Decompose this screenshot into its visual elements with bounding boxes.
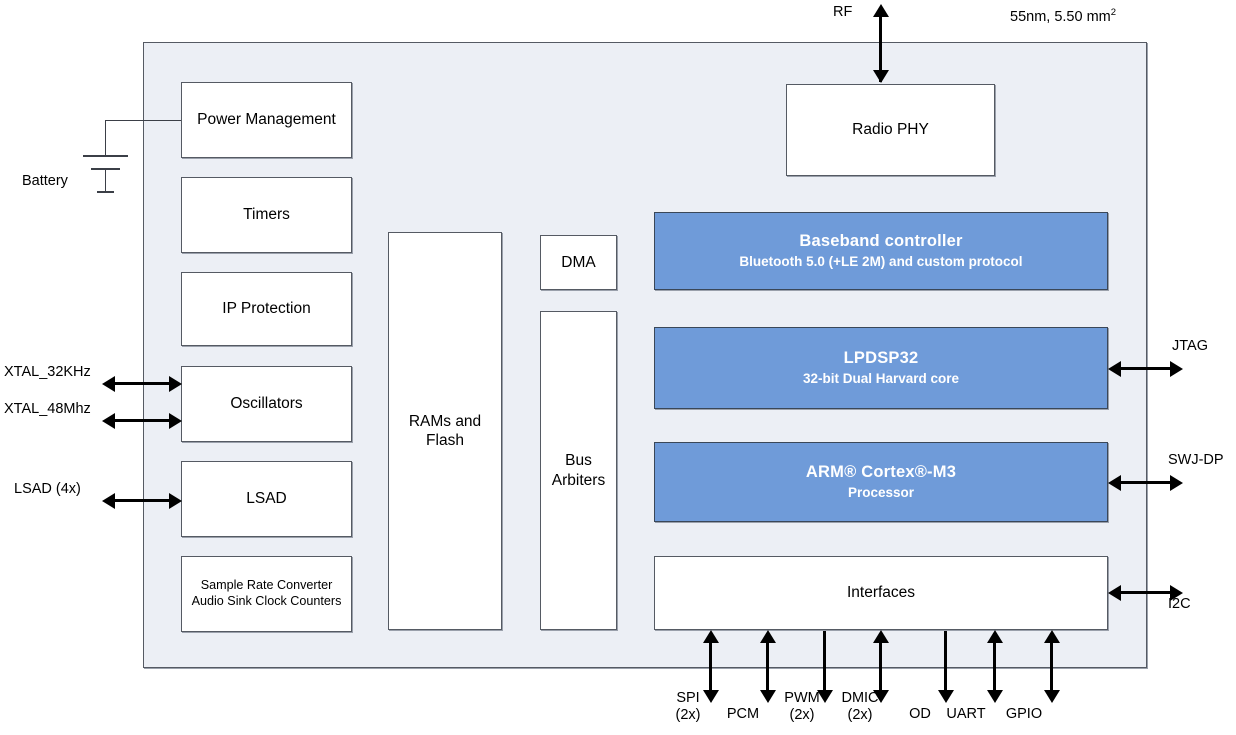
battery-label: Battery (22, 173, 68, 189)
block-baseband-controller-subtitle: Bluetooth 5.0 (+LE 2M) and custom protoc… (739, 253, 1023, 269)
battery-rail-line (105, 120, 181, 121)
port-label-od: OD (909, 706, 931, 722)
wire-pwm (823, 631, 826, 699)
xtal-32khz-arrow-left-icon (102, 375, 115, 392)
wire-spi (709, 633, 712, 699)
block-rams-and-flash-label: RAMs and (408, 412, 482, 430)
port-label-pcm: PCM (726, 706, 760, 722)
block-power-management-label: Power Management (197, 111, 336, 129)
block-radio-phy-label: Radio PHY (852, 121, 929, 139)
wire-lsad (113, 499, 173, 502)
dmic-arrow-down-icon (873, 690, 889, 703)
swj-dp-arrow-right-icon (1170, 474, 1183, 491)
block-oscillators-label: Oscillators (230, 395, 303, 413)
block-bus-arbiters[interactable]: Bus Arbiters (540, 311, 617, 630)
port-label-swj-dp: SWJ-DP (1168, 452, 1224, 468)
block-bus-arbiters-label: Bus (565, 452, 592, 470)
wire-jtag (1119, 367, 1174, 370)
block-arm-cortex-m3[interactable]: ARM® Cortex®-M3 Processor (654, 442, 1108, 522)
port-label-lsad-4x: LSAD (4x) (14, 481, 81, 497)
pcm-arrow-up-icon (760, 630, 776, 643)
od-arrow-down-icon (938, 690, 954, 703)
rf-arrow-up-icon (873, 4, 889, 17)
spi-arrow-up-icon (703, 630, 719, 643)
block-lpdsp32-subtitle: 32-bit Dual Harvard core (802, 370, 960, 386)
block-bus-arbiters-label2: Arbiters (551, 471, 606, 489)
battery-ground-stem (105, 168, 106, 192)
block-timers-label: Timers (243, 206, 290, 224)
block-arm-cortex-m3-label: ARM® Cortex®-M3 (805, 463, 957, 482)
xtal-48mhz-arrow-left-icon (102, 412, 115, 429)
pcm-arrow-down-icon (760, 690, 776, 703)
wire-od (944, 631, 947, 699)
block-interfaces[interactable]: Interfaces (654, 556, 1108, 630)
battery-ground-tick (97, 191, 114, 193)
block-lpdsp32-label: LPDSP32 (843, 349, 919, 368)
xtal-32khz-arrow-right-icon (169, 375, 182, 392)
gpio-arrow-up-icon (1044, 630, 1060, 643)
wire-pcm (766, 633, 769, 699)
block-sample-rate-converter-label: Sample Rate Converter (200, 578, 333, 593)
port-label-xtal-48mhz: XTAL_48Mhz (4, 401, 91, 417)
wire-xtal-32khz (113, 382, 173, 385)
wire-xtal-48mhz (113, 419, 173, 422)
block-baseband-controller[interactable]: Baseband controller Bluetooth 5.0 (+LE 2… (654, 212, 1108, 290)
block-lsad[interactable]: LSAD (181, 461, 352, 537)
block-sample-rate-converter[interactable]: Sample Rate Converter Audio Sink Clock C… (181, 556, 352, 632)
block-dma-label: DMA (561, 253, 596, 271)
port-label-pwm: PWM (2x) (784, 690, 820, 723)
lsad-arrow-left-icon (102, 492, 115, 509)
xtal-48mhz-arrow-right-icon (169, 412, 182, 429)
wire-gpio (1050, 633, 1053, 699)
i2c-arrow-left-icon (1108, 584, 1121, 601)
uart-arrow-down-icon (987, 690, 1003, 703)
block-interfaces-label: Interfaces (846, 584, 916, 602)
i2c-arrow-right-icon (1170, 584, 1183, 601)
wire-uart (993, 633, 996, 699)
process-note-label: 55nm, 5.50 mm2 (1010, 7, 1117, 25)
swj-dp-arrow-left-icon (1108, 474, 1121, 491)
block-radio-phy[interactable]: Radio PHY (786, 84, 995, 176)
wire-dmic (879, 633, 882, 699)
block-rams-and-flash[interactable]: RAMs and Flash (388, 232, 502, 630)
uart-arrow-up-icon (987, 630, 1003, 643)
block-lpdsp32[interactable]: LPDSP32 32-bit Dual Harvard core (654, 327, 1108, 409)
block-ip-protection-label: IP Protection (222, 300, 311, 318)
port-label-uart: UART (946, 706, 986, 722)
jtag-arrow-left-icon (1108, 360, 1121, 377)
port-label-dmic: DMIC (2x) (841, 690, 879, 723)
block-audio-sink-clock-counters-label: Audio Sink Clock Counters (191, 594, 342, 608)
pwm-arrow-down-icon (817, 690, 833, 703)
spi-arrow-down-icon (703, 690, 719, 703)
rf-port-label: RF (833, 4, 853, 20)
port-label-xtal-32khz: XTAL_32KHz (4, 364, 91, 380)
block-ip-protection[interactable]: IP Protection (181, 272, 352, 346)
gpio-arrow-down-icon (1044, 690, 1060, 703)
block-arm-cortex-m3-subtitle: Processor (847, 484, 915, 500)
block-dma[interactable]: DMA (540, 235, 617, 290)
block-rams-and-flash-label2: Flash (426, 432, 464, 449)
block-power-management[interactable]: Power Management (181, 82, 352, 158)
port-label-spi: SPI (2x) (675, 690, 701, 723)
block-oscillators[interactable]: Oscillators (181, 366, 352, 442)
rf-arrow-down-icon (873, 70, 889, 83)
port-label-jtag: JTAG (1172, 338, 1208, 354)
block-baseband-controller-label: Baseband controller (799, 232, 963, 251)
block-lsad-label: LSAD (246, 490, 287, 508)
battery-stem-line (105, 120, 106, 155)
rf-wire (879, 14, 882, 82)
wire-i2c (1119, 591, 1174, 594)
lsad-arrow-right-icon (169, 492, 182, 509)
battery-plate-long (83, 155, 128, 157)
block-timers[interactable]: Timers (181, 177, 352, 253)
dmic-arrow-up-icon (873, 630, 889, 643)
wire-swj-dp (1119, 481, 1174, 484)
port-label-gpio: GPIO (1005, 706, 1043, 722)
jtag-arrow-right-icon (1170, 360, 1183, 377)
